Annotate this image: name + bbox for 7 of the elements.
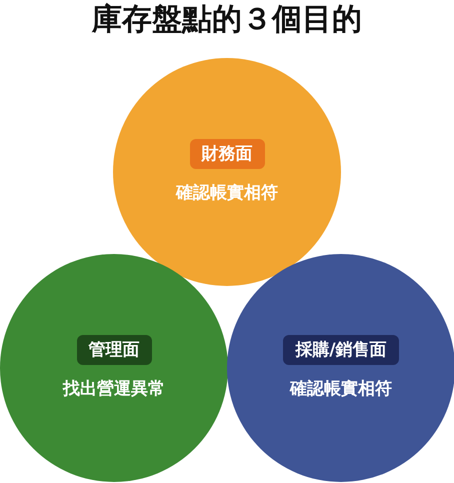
circle-text: 找出營運異常	[63, 378, 165, 401]
title: 庫存盤點的３個目的	[90, 1, 363, 39]
category-tag: 採購/銷售面	[283, 335, 399, 365]
circle-text: 確認帳實相符	[176, 182, 278, 205]
category-tag: 管理面	[76, 335, 152, 365]
circle-text: 確認帳實相符	[290, 378, 392, 401]
category-tag: 財務面	[190, 139, 264, 169]
